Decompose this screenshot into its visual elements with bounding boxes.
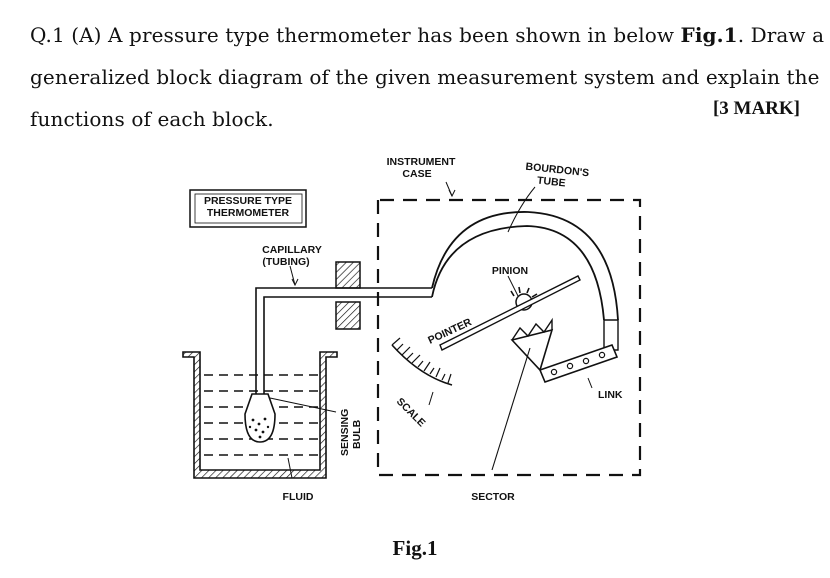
label-link: LINK (598, 389, 623, 401)
title-label-1: PRESSURE TYPE (204, 195, 292, 207)
label-fluid: FLUID (283, 491, 314, 503)
figure-caption: Fig.1 (392, 536, 438, 560)
label-capillary: CAPILLARY (262, 244, 322, 256)
question-line-1: Q.1 (A) A pressure type thermometer has … (30, 14, 824, 56)
label-pinion: PINION (492, 265, 528, 277)
scale-arc (391, 337, 453, 386)
question-line-3: functions of each block. (30, 107, 274, 131)
question-text: Q.1 (A) A pressure type thermometer has … (30, 14, 824, 140)
label-instrument: INSTRUMENT (387, 156, 456, 168)
label-case: CASE (402, 168, 431, 180)
diagram-labels: INSTRUMENT CASE BOURDON'S TUBE CAPILLARY… (262, 156, 623, 503)
figure-reference: Fig.1 (680, 23, 738, 47)
label-tube: TUBE (536, 175, 566, 190)
leader-lines (269, 181, 593, 479)
label-tubing: (TUBING) (262, 256, 309, 268)
sector-gear (491, 317, 554, 471)
capillary-tubing (255, 287, 432, 394)
title-box: PRESSURE TYPE THERMOMETER (189, 189, 307, 228)
question-line-2: generalized block diagram of the given m… (30, 65, 820, 89)
link-bar (538, 343, 619, 384)
question-prefix: Q.1 (A) A pressure type thermometer has … (30, 23, 681, 47)
instrument-case-outline (376, 198, 642, 477)
pointer-needle (439, 275, 581, 351)
title-label-2: THERMOMETER (207, 207, 290, 219)
question-line-1-rest: . Draw a (737, 23, 825, 47)
bourdon-tube (431, 211, 619, 351)
wall-block-upper (335, 261, 361, 289)
label-sensing: SENSING (339, 409, 351, 456)
marks-label: [3 MARK] (712, 98, 800, 119)
label-sector: SECTOR (471, 491, 515, 503)
label-scale: SCALE (394, 396, 428, 430)
label-bulb: BULB (351, 419, 363, 449)
sensing-bulb (244, 393, 276, 443)
fluid-tank (182, 351, 338, 479)
wall-block-lower (335, 301, 361, 330)
